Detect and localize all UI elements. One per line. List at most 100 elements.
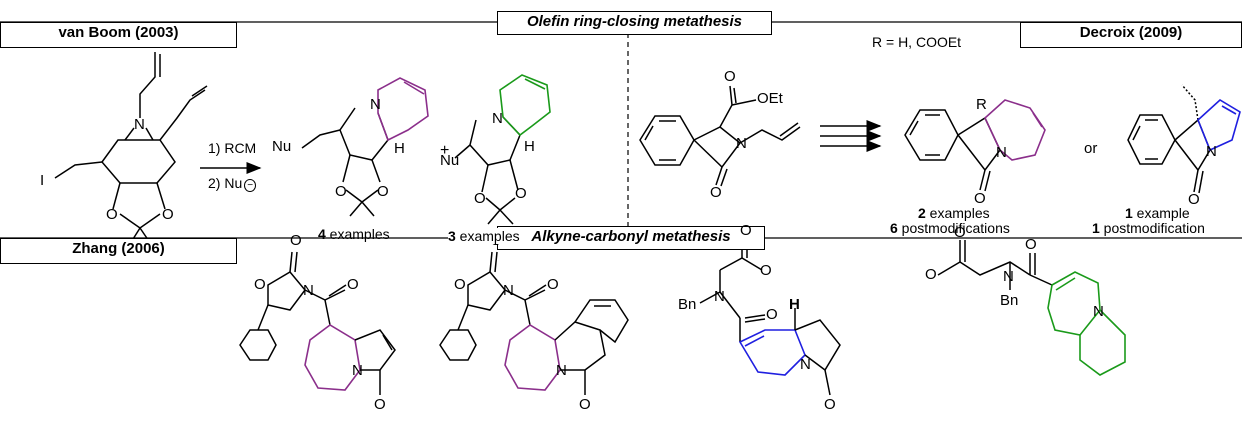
van-boom-starting-material xyxy=(54,52,208,248)
reaction-step-2-wrap: 2) Nu− xyxy=(208,175,257,192)
product-2-skeleton xyxy=(454,116,521,225)
product-3-post-text: postmodifications xyxy=(897,220,1010,236)
anion-charge-icon: − xyxy=(244,179,257,192)
atom-label-n: N xyxy=(492,110,503,127)
product-3-skeleton xyxy=(904,109,1001,192)
atom-label-n: N xyxy=(1003,268,1014,285)
atom-label-h: H xyxy=(789,296,800,313)
zhang-product-2-purple-ring xyxy=(504,324,561,391)
product-4-post-caption: 1 postmodification xyxy=(1092,220,1205,236)
product-3-caption: 2 examples xyxy=(918,205,990,221)
product-4-caption: 1 example xyxy=(1125,205,1190,221)
reaction-step-2: 2) Nu xyxy=(208,175,243,191)
section-alkyne-title: Alkyne-carbonyl metathesis xyxy=(497,226,765,250)
product-3-post-caption: 6 postmodifications xyxy=(890,220,1010,236)
r-group-note: R = H, COOEt xyxy=(872,34,962,50)
product-3-post-count: 6 xyxy=(890,220,898,236)
atom-label-r: R xyxy=(976,96,987,113)
atom-label-o: O xyxy=(1188,191,1200,208)
product-4-post-text: postmodification xyxy=(1099,220,1205,236)
atom-label-n: N xyxy=(1206,143,1217,160)
atom-label-bn: Bn xyxy=(1000,292,1019,309)
product-4-skeleton xyxy=(1127,84,1211,194)
frame-lines xyxy=(0,21,1242,239)
product-2-text: examples xyxy=(455,228,520,244)
atom-label-n: N xyxy=(736,135,747,152)
product-1-text: examples xyxy=(325,226,390,242)
zhang-product-2-skeleton xyxy=(439,251,547,361)
atom-label-o: O xyxy=(579,396,591,413)
author-decroix: Decroix (2009) xyxy=(1020,22,1242,48)
zhang-product-1-purple-ring xyxy=(304,324,361,391)
atom-label-h: H xyxy=(524,138,535,155)
atom-label-o: O xyxy=(374,396,386,413)
product-4-post-count: 1 xyxy=(1092,220,1100,236)
atom-label-i: I xyxy=(40,172,45,189)
atom-label-o: O xyxy=(347,276,359,293)
atom-label-n: N xyxy=(800,356,811,373)
product-3-text: examples xyxy=(925,205,990,221)
atom-label-n: N xyxy=(1093,303,1104,320)
atom-label-nu: Nu xyxy=(272,138,292,155)
phthalimide-starting-material xyxy=(639,85,801,187)
section-olefin-title: Olefin ring-closing metathesis xyxy=(497,11,772,35)
multistep-arrows xyxy=(820,120,882,152)
product-4-count: 1 xyxy=(1125,205,1133,221)
or-text: or xyxy=(1084,140,1098,157)
reaction-step-1: 1) RCM xyxy=(208,140,257,156)
atom-label-nu: Nu xyxy=(440,152,460,169)
atom-label-n: N xyxy=(503,282,514,299)
atom-label-n: N xyxy=(996,144,1007,161)
product-3-count: 2 xyxy=(918,205,926,221)
product-1-skeleton xyxy=(301,107,389,217)
product-3-purple-ring xyxy=(984,99,1046,161)
product-4-text: example xyxy=(1132,205,1190,221)
zhang-product-3-blue-ring xyxy=(738,329,806,376)
product-2-caption: 3 examples xyxy=(448,228,520,244)
atom-label-n: N xyxy=(370,96,381,113)
author-zhang: Zhang (2006) xyxy=(0,238,237,264)
atom-label-o: O xyxy=(474,190,486,207)
product-4-blue-ring xyxy=(1197,99,1241,152)
atom-label-o: O xyxy=(760,262,772,279)
zhang-product-2-ring xyxy=(554,299,629,395)
atom-label-o: O xyxy=(740,222,752,239)
atom-label-o: O xyxy=(766,306,778,323)
zhang-product-1-ring xyxy=(354,329,396,395)
atom-label-o: O xyxy=(290,232,302,249)
atom-label-o: O xyxy=(254,276,266,293)
product-1-count: 4 xyxy=(318,226,326,242)
atom-label-o: O xyxy=(1025,236,1037,253)
atom-label-n: N xyxy=(352,362,363,379)
plus-sign: + xyxy=(440,142,450,159)
atom-label-o: O xyxy=(162,206,174,223)
atom-label-o: O xyxy=(515,185,527,202)
atom-label-o: O xyxy=(954,224,966,241)
atom-label-o: O xyxy=(824,396,836,413)
atom-label-o: O xyxy=(454,276,466,293)
zhang-product-3-ring xyxy=(794,308,841,396)
atom-label-o: O xyxy=(925,266,937,283)
atom-label-n: N xyxy=(556,362,567,379)
atom-label-o: O xyxy=(974,190,986,207)
atom-label-o: O xyxy=(547,276,559,293)
atom-label-o: O xyxy=(106,206,118,223)
zhang-product-1-skeleton xyxy=(239,251,347,361)
atom-label-h: H xyxy=(394,140,405,157)
atom-label-n: N xyxy=(714,288,725,305)
atom-label-oet: OEt xyxy=(757,90,783,107)
atom-label-o: O xyxy=(710,184,722,201)
zhang-product-4-skeleton xyxy=(937,240,1053,290)
product-1-caption: 4 examples xyxy=(318,226,390,242)
zhang-product-4-green-ring xyxy=(1047,271,1126,376)
atom-label-bn: Bn xyxy=(678,296,697,313)
atom-label-o: O xyxy=(335,183,347,200)
atom-label-n: N xyxy=(303,282,314,299)
product-1-purple-ring xyxy=(377,77,429,142)
product-2-green-ring xyxy=(499,74,551,137)
atom-label-o: O xyxy=(724,68,736,85)
product-2-count: 3 xyxy=(448,228,456,244)
author-van-boom: van Boom (2003) xyxy=(0,22,237,48)
atom-label-o: O xyxy=(377,183,389,200)
